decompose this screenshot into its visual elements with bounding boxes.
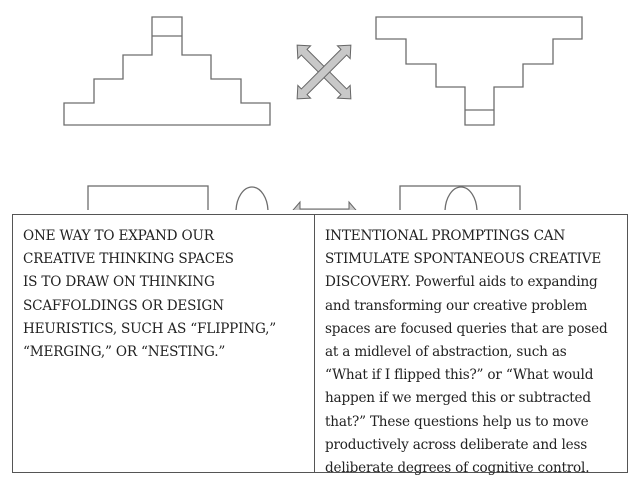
caption-table: ONE WAY TO EXPAND OUR CREATIVE THINKING … [12,214,628,477]
stepped-pyramid [63,16,271,126]
ellipse-shape [235,186,269,210]
rectangle-shape [87,185,209,210]
horizontal-double-arrow-icon [292,200,357,210]
left-caption: ONE WAY TO EXPAND OUR CREATIVE THINKING … [13,215,315,472]
nested-ellipse-in-rectangle [399,185,521,210]
crossed-double-arrows-icon [296,44,352,100]
heuristics-diagram [63,16,583,210]
right-caption: INTENTIONAL PROMPTINGS CAN STIMULATE SPO… [325,228,608,477]
inverted-stepped-pyramid [375,16,583,126]
